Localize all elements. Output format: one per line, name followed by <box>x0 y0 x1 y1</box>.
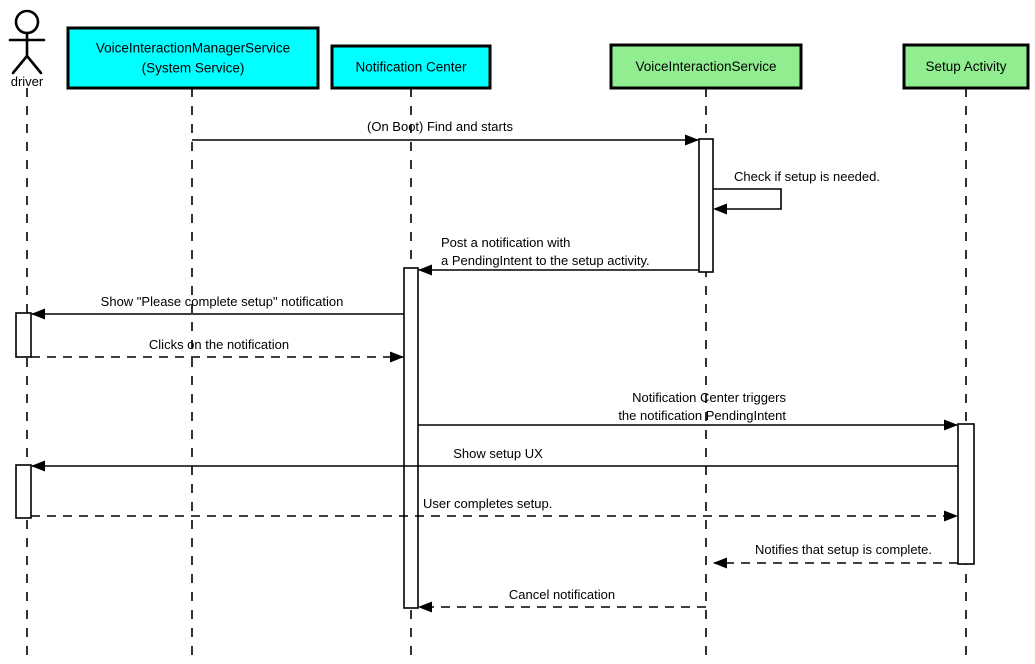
participant-notification_center[interactable]: Notification Center <box>330 44 492 90</box>
participant-box-vims[interactable] <box>66 26 320 90</box>
message-self-path-msg-2 <box>713 188 782 210</box>
message-msg-8: User completes setup. <box>31 496 958 522</box>
participant-box-voice_interaction_service[interactable] <box>609 43 803 90</box>
message-msg-6: Notification Center triggers the notifica… <box>418 390 958 431</box>
actor-label-driver: driver <box>11 74 44 89</box>
message-msg-9: Notifies that setup is complete. <box>713 542 958 569</box>
message-label-msg-3-line2: a PendingIntent to the setup activity. <box>441 253 650 268</box>
message-arrowhead-msg-4 <box>31 308 45 320</box>
participant-voice_interaction_service[interactable]: VoiceInteractionService <box>609 43 803 90</box>
message-msg-1: (On Boot) Find and starts <box>192 119 699 146</box>
participant-sublabel-vims: (System Service) <box>142 61 245 76</box>
participant-setup_activity[interactable]: Setup Activity <box>902 43 1030 90</box>
participant-vims[interactable]: VoiceInteractionManagerService (System Se… <box>66 26 320 90</box>
message-label-msg-8: User completes setup. <box>423 496 552 511</box>
message-msg-5: Clicks on the notification <box>31 337 404 363</box>
message-label-msg-5: Clicks on the notification <box>149 337 289 352</box>
actor-head-icon <box>14 9 40 35</box>
message-msg-7: Show setup UX <box>31 446 958 472</box>
message-msg-2: Check if setup is needed. <box>713 169 880 215</box>
message-label-msg-9: Notifies that setup is complete. <box>755 542 932 557</box>
actor-left-leg-icon <box>11 54 29 75</box>
message-label-msg-3-line1: Post a notification with <box>441 235 570 250</box>
message-arrowhead-msg-9 <box>713 557 727 569</box>
participant-boxes-layer: driver VoiceInteractionManagerService (Sys… <box>8 9 1030 90</box>
message-label-msg-6-line2: the notification PendingIntent <box>618 408 786 423</box>
message-arrowhead-msg-5 <box>390 351 404 363</box>
message-label-msg-10: Cancel notification <box>509 587 615 602</box>
actor-driver: driver <box>8 9 46 89</box>
participant-label-notification_center: Notification Center <box>355 60 467 75</box>
participant-box-setup_activity[interactable] <box>902 43 1030 90</box>
message-arrowhead-msg-10 <box>418 601 432 613</box>
message-msg-10: Cancel notification <box>418 587 706 613</box>
message-arrowhead-msg-7 <box>31 460 45 472</box>
message-msg-4: Show "Please complete setup" notificatio… <box>31 294 404 320</box>
actor-right-leg-icon <box>25 54 43 75</box>
message-label-msg-1: (On Boot) Find and starts <box>367 119 513 134</box>
message-arrowhead-msg-2 <box>713 203 727 215</box>
activation-bar-notification_center <box>403 267 419 609</box>
activation-bar-driver <box>15 312 32 358</box>
message-arrowhead-msg-6 <box>944 419 958 431</box>
participant-label-setup_activity: Setup Activity <box>925 59 1006 74</box>
activation-bar-voice_interaction_service <box>698 138 714 273</box>
message-label-msg-4: Show "Please complete setup" notificatio… <box>101 294 344 309</box>
message-label-msg-7: Show setup UX <box>453 446 543 461</box>
message-arrowhead-msg-8 <box>944 510 958 522</box>
participant-label-voice_interaction_service: VoiceInteractionService <box>635 59 776 74</box>
activation-bar-driver <box>15 464 32 519</box>
activation-bars-layer <box>15 138 975 609</box>
message-arrowhead-msg-3 <box>418 264 432 276</box>
activation-bar-setup_activity <box>957 423 975 565</box>
participant-label-vims: VoiceInteractionManagerService <box>96 41 290 56</box>
message-label-msg-6-line1: Notification Center triggers <box>632 390 786 405</box>
message-label-msg-2: Check if setup is needed. <box>734 169 880 184</box>
message-msg-3: Post a notification with a PendingIntent … <box>418 235 699 276</box>
message-arrowhead-msg-1 <box>685 134 699 146</box>
participant-box-notification_center[interactable] <box>330 44 492 90</box>
